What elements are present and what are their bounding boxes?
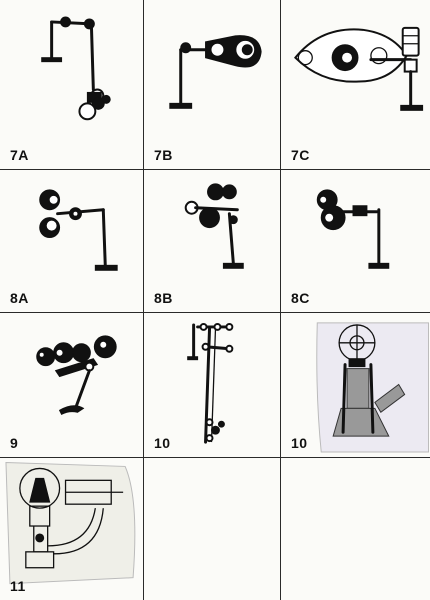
figure-label: 7C	[291, 147, 310, 163]
figure-cell-7a: 7A	[0, 0, 144, 170]
figure-cell-8c: 8C	[281, 170, 430, 313]
valve-mechanism-10a-drawing	[187, 322, 234, 444]
figure-cell-10a: 10	[144, 313, 281, 458]
empty-cell	[281, 458, 430, 600]
valve-assembly-11-drawing	[5, 461, 136, 585]
engine-cross-section-10b-drawing	[316, 322, 429, 453]
figure-label: 8A	[10, 290, 29, 306]
figure-cell-8a: 8A	[0, 170, 144, 313]
empty-cell	[144, 458, 281, 600]
figure-cell-10b: 10	[281, 313, 430, 458]
valve-mechanism-8a-drawing	[39, 189, 118, 271]
figure-cell-7b: 7B	[144, 0, 281, 170]
figure-label: 9	[10, 435, 19, 451]
valve-mechanism-8c-drawing	[316, 189, 390, 269]
figure-label: 10	[291, 435, 308, 451]
figure-cell-9: 9	[0, 313, 144, 458]
valve-mechanism-7b-drawing	[169, 35, 262, 109]
figure-label: 8B	[154, 290, 173, 306]
figure-cell-7c: 7C	[281, 0, 430, 170]
figure-label: 11	[10, 578, 26, 594]
valve-mechanism-7c-drawing	[294, 26, 424, 111]
figure-cell-8b: 8B	[144, 170, 281, 313]
figure-label: 7B	[154, 147, 173, 163]
figure-label: 7A	[10, 147, 29, 163]
figure-label: 10	[154, 435, 171, 451]
valve-mechanism-7a-drawing	[41, 16, 111, 121]
figure-label: 8C	[291, 290, 310, 306]
valve-mechanism-9-drawing	[36, 335, 117, 415]
valve-mechanism-8b-drawing	[184, 183, 244, 269]
figure-cell-11: 11	[0, 458, 144, 600]
